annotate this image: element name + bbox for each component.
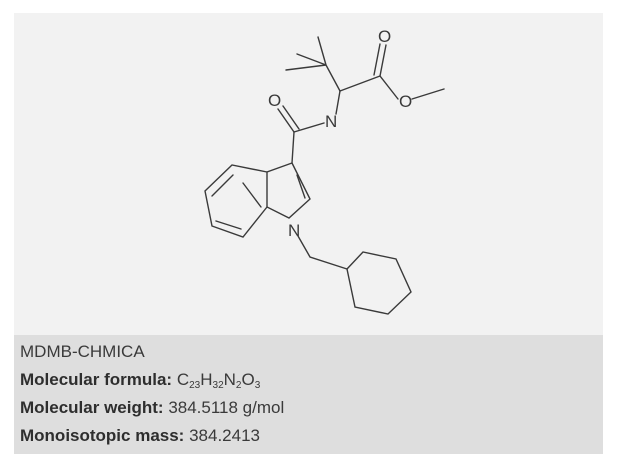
molecular-weight-row: Molecular weight: 384.5118 g/mol xyxy=(20,394,603,422)
molecular-formula-row: Molecular formula: C23H32N2O3 xyxy=(20,366,603,394)
compound-card: O N O O N MDMB-CHMICA Molecular formula:… xyxy=(14,13,603,454)
monoisotopic-mass-row: Monoisotopic mass: 384.2413 xyxy=(20,422,603,450)
molecule-structure: O N O O N xyxy=(204,27,445,315)
monoisotopic-mass-label: Monoisotopic mass: xyxy=(20,426,185,445)
molecular-weight-label: Molecular weight: xyxy=(20,398,164,417)
indole-nitrogen-label: N xyxy=(288,221,300,240)
formula-count: 2 xyxy=(235,380,242,391)
ester-oxygen-label: O xyxy=(399,92,412,111)
formula-element: C xyxy=(176,370,190,389)
formula-element: N xyxy=(223,370,236,389)
formula-count: 23 xyxy=(189,380,201,391)
monoisotopic-mass-value: 384.2413 xyxy=(189,426,260,445)
amide-oxygen-label: O xyxy=(268,91,281,110)
molecular-formula-label: Molecular formula: xyxy=(20,370,173,389)
formula-count: 32 xyxy=(212,380,224,391)
formula-count: 3 xyxy=(254,380,261,391)
molecular-formula-value: C23H32N2O3 xyxy=(176,370,261,391)
carbonyl-oxygen-label: O xyxy=(378,27,391,46)
formula-element: H xyxy=(200,370,213,389)
amide-nitrogen-label: N xyxy=(325,112,337,131)
structure-panel: O N O O N xyxy=(14,13,603,335)
molecular-weight-value: 384.5118 g/mol xyxy=(168,398,285,417)
formula-element: O xyxy=(241,370,255,389)
info-panel: MDMB-CHMICA Molecular formula: C23H32N2O… xyxy=(14,335,603,454)
compound-name: MDMB-CHMICA xyxy=(20,342,145,361)
